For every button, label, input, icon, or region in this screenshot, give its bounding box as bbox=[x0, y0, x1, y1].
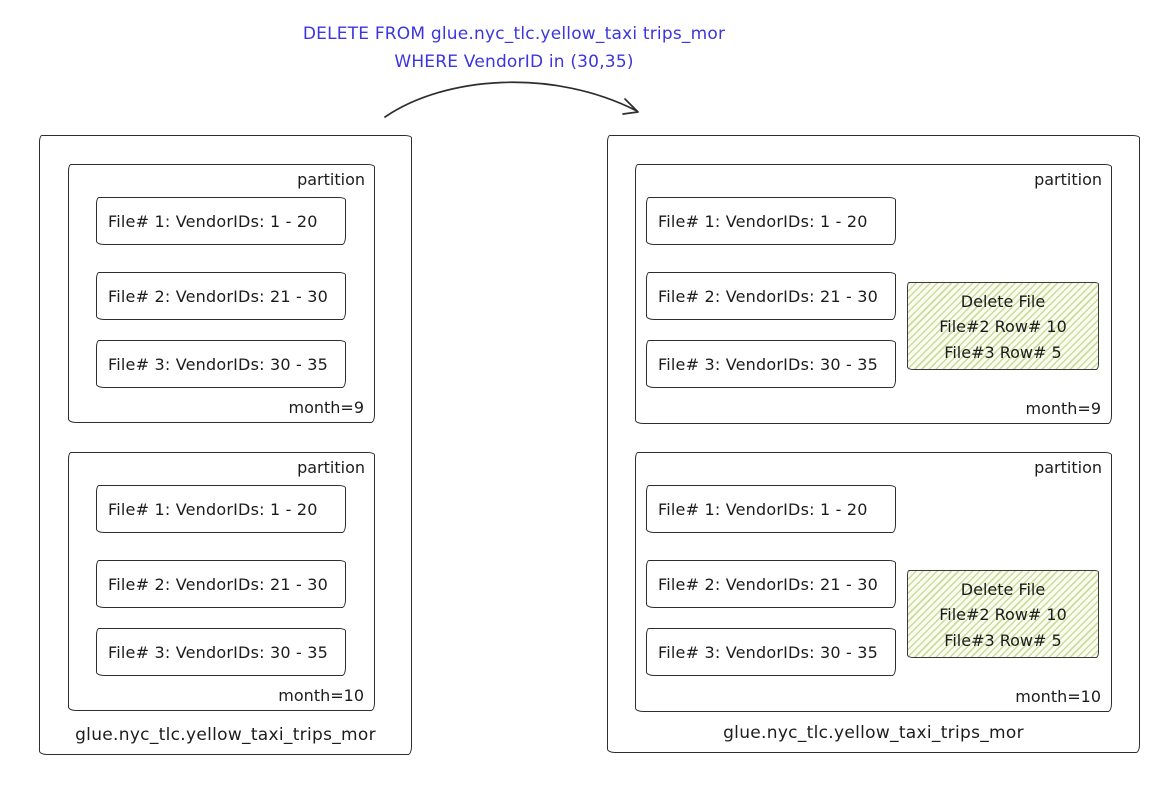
file-box-1: File# 1: VendorIDs: 1 - 20 bbox=[96, 197, 346, 245]
month-label: month=10 bbox=[278, 686, 364, 705]
file-box-3: File# 3: VendorIDs: 30 - 35 bbox=[96, 628, 346, 676]
file-box-label: File# 3: VendorIDs: 30 - 35 bbox=[108, 354, 329, 374]
delete-file-entry: File#3 Row# 5 bbox=[944, 343, 1062, 362]
file-box-label: File# 1: VendorIDs: 1 - 20 bbox=[108, 211, 318, 231]
table-name-after: glue.nyc_tlc.yellow_taxi_trips_mor bbox=[723, 723, 1024, 743]
delete-file-entry: File#3 Row# 5 bbox=[944, 631, 1062, 650]
file-box-label: File# 2: VendorIDs: 21 - 30 bbox=[108, 574, 329, 594]
partition-label: partition bbox=[1034, 170, 1102, 189]
file-box-2: File# 2: VendorIDs: 21 - 30 bbox=[646, 272, 896, 320]
file-box-label: File# 3: VendorIDs: 30 - 35 bbox=[658, 354, 879, 374]
delete-file-title: Delete File bbox=[960, 292, 1046, 311]
file-box-1: File# 1: VendorIDs: 1 - 20 bbox=[646, 197, 896, 245]
partition-after-month-9: partition File# 1: VendorIDs: 1 - 20 Fil… bbox=[635, 164, 1112, 424]
delete-file-box: Delete File File#2 Row# 10 File#3 Row# 5 bbox=[907, 570, 1099, 658]
file-box-3: File# 3: VendorIDs: 30 - 35 bbox=[646, 628, 896, 676]
file-box-2: File# 2: VendorIDs: 21 - 30 bbox=[646, 560, 896, 608]
file-box-label: File# 2: VendorIDs: 21 - 30 bbox=[108, 286, 329, 306]
table-name-before: glue.nyc_tlc.yellow_taxi_trips_mor bbox=[75, 725, 376, 745]
file-box-2: File# 2: VendorIDs: 21 - 30 bbox=[96, 272, 346, 320]
partition-before-month-10: partition File# 1: VendorIDs: 1 - 20 Fil… bbox=[68, 452, 375, 711]
file-box-1: File# 1: VendorIDs: 1 - 20 bbox=[646, 485, 896, 533]
file-box-3: File# 3: VendorIDs: 30 - 35 bbox=[646, 340, 896, 388]
sql-statement: DELETE FROM glue.nyc_tlc.yellow_taxi tri… bbox=[281, 20, 747, 76]
month-label: month=10 bbox=[1015, 687, 1101, 706]
partition-label: partition bbox=[1034, 458, 1102, 477]
sql-statement-line-1: DELETE FROM glue.nyc_tlc.yellow_taxi tri… bbox=[302, 24, 726, 44]
file-box-label: File# 2: VendorIDs: 21 - 30 bbox=[658, 574, 879, 594]
file-box-label: File# 2: VendorIDs: 21 - 30 bbox=[658, 286, 879, 306]
file-box-1: File# 1: VendorIDs: 1 - 20 bbox=[96, 485, 346, 533]
file-box-2: File# 2: VendorIDs: 21 - 30 bbox=[96, 560, 346, 608]
file-box-label: File# 1: VendorIDs: 1 - 20 bbox=[108, 499, 318, 519]
file-box-3: File# 3: VendorIDs: 30 - 35 bbox=[96, 340, 346, 388]
table-box-after: partition File# 1: VendorIDs: 1 - 20 Fil… bbox=[607, 135, 1140, 753]
delete-file-box: Delete File File#2 Row# 10 File#3 Row# 5 bbox=[907, 282, 1099, 370]
partition-label: partition bbox=[297, 458, 365, 477]
file-box-label: File# 1: VendorIDs: 1 - 20 bbox=[658, 211, 868, 231]
month-label: month=9 bbox=[1025, 399, 1101, 418]
partition-before-month-9: partition File# 1: VendorIDs: 1 - 20 Fil… bbox=[68, 164, 375, 423]
transform-arrow-icon bbox=[384, 81, 639, 118]
sql-statement-line-2: WHERE VendorID in (30,35) bbox=[394, 52, 634, 72]
file-box-label: File# 1: VendorIDs: 1 - 20 bbox=[658, 499, 868, 519]
partition-label: partition bbox=[297, 170, 365, 189]
delete-file-entry: File#2 Row# 10 bbox=[939, 605, 1067, 624]
file-box-label: File# 3: VendorIDs: 30 - 35 bbox=[658, 642, 879, 662]
table-box-before: partition File# 1: VendorIDs: 1 - 20 Fil… bbox=[39, 135, 412, 755]
partition-after-month-10: partition File# 1: VendorIDs: 1 - 20 Fil… bbox=[635, 452, 1112, 712]
month-label: month=9 bbox=[288, 398, 364, 417]
delete-file-entry: File#2 Row# 10 bbox=[939, 317, 1067, 336]
file-box-label: File# 3: VendorIDs: 30 - 35 bbox=[108, 642, 329, 662]
delete-file-title: Delete File bbox=[960, 580, 1046, 599]
